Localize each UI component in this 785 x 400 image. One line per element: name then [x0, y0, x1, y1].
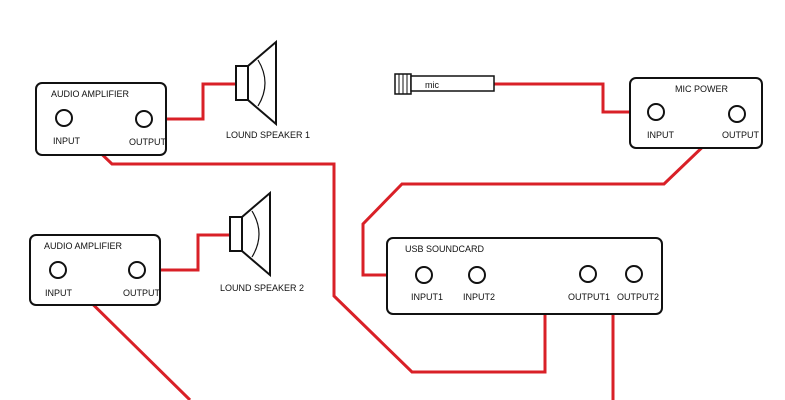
micpower-box — [629, 77, 763, 149]
soundcard-box — [386, 237, 663, 315]
soundcard-output2-label: OUTPUT2 — [617, 292, 659, 302]
audio-amplifier-2: AUDIO AMPLIFIER INPUT OUTPUT — [29, 234, 161, 306]
soundcard-input2-jack[interactable] — [468, 266, 486, 284]
amp1-box — [35, 82, 167, 156]
audio-amplifier-1: AUDIO AMPLIFIER INPUT OUTPUT — [35, 82, 167, 156]
micpower-output-jack[interactable] — [728, 105, 746, 123]
soundcard-title: USB SOUNDCARD — [405, 244, 485, 254]
wire-amp2-to-speaker2 — [137, 233, 230, 272]
wire-amp1-to-speaker1 — [144, 82, 236, 121]
microphone: mic — [394, 73, 495, 95]
amp1-output-label: OUTPUT — [129, 137, 167, 147]
soundcard-input2-label: INPUT2 — [463, 292, 495, 302]
loudspeaker-1: LOUND SPEAKER 1 — [226, 39, 310, 140]
mic-label: mic — [425, 80, 439, 90]
amp2-box — [29, 234, 161, 306]
speaker2-label: LOUND SPEAKER 2 — [220, 283, 304, 293]
soundcard-input1-jack[interactable] — [415, 266, 433, 284]
micpower-input-label: INPUT — [647, 130, 675, 140]
soundcard-output1-label: OUTPUT1 — [568, 292, 610, 302]
usb-soundcard: USB SOUNDCARD INPUT1 INPUT2 OUTPUT1 OUTP… — [386, 237, 663, 315]
amp1-input-label: INPUT — [53, 136, 81, 146]
amp2-input-jack[interactable] — [49, 261, 67, 279]
mic-power: MIC POWER INPUT OUTPUT — [629, 77, 763, 149]
amp2-input-label: INPUT — [45, 288, 73, 298]
amp2-title: AUDIO AMPLIFIER — [44, 241, 123, 251]
amp2-output-jack[interactable] — [128, 261, 146, 279]
speaker1-label: LOUND SPEAKER 1 — [226, 130, 310, 140]
wire-micpower-to-input1 — [361, 112, 739, 277]
amp1-input-jack[interactable] — [55, 109, 73, 127]
amp2-output-label: OUTPUT — [123, 288, 161, 298]
mic-connector-icon — [394, 73, 412, 95]
speaker-icon — [235, 39, 277, 127]
mic-body — [410, 75, 495, 92]
speaker-icon — [229, 190, 271, 278]
soundcard-input1-label: INPUT1 — [411, 292, 443, 302]
micpower-input-jack[interactable] — [647, 103, 665, 121]
soundcard-output2-jack[interactable] — [625, 265, 643, 283]
soundcard-output1-jack[interactable] — [579, 265, 597, 283]
loudspeaker-2: LOUND SPEAKER 2 — [220, 190, 304, 293]
amp1-output-jack[interactable] — [135, 110, 153, 128]
amp1-title: AUDIO AMPLIFIER — [51, 89, 130, 99]
micpower-title: MIC POWER — [675, 84, 728, 94]
micpower-output-label: OUTPUT — [722, 130, 760, 140]
